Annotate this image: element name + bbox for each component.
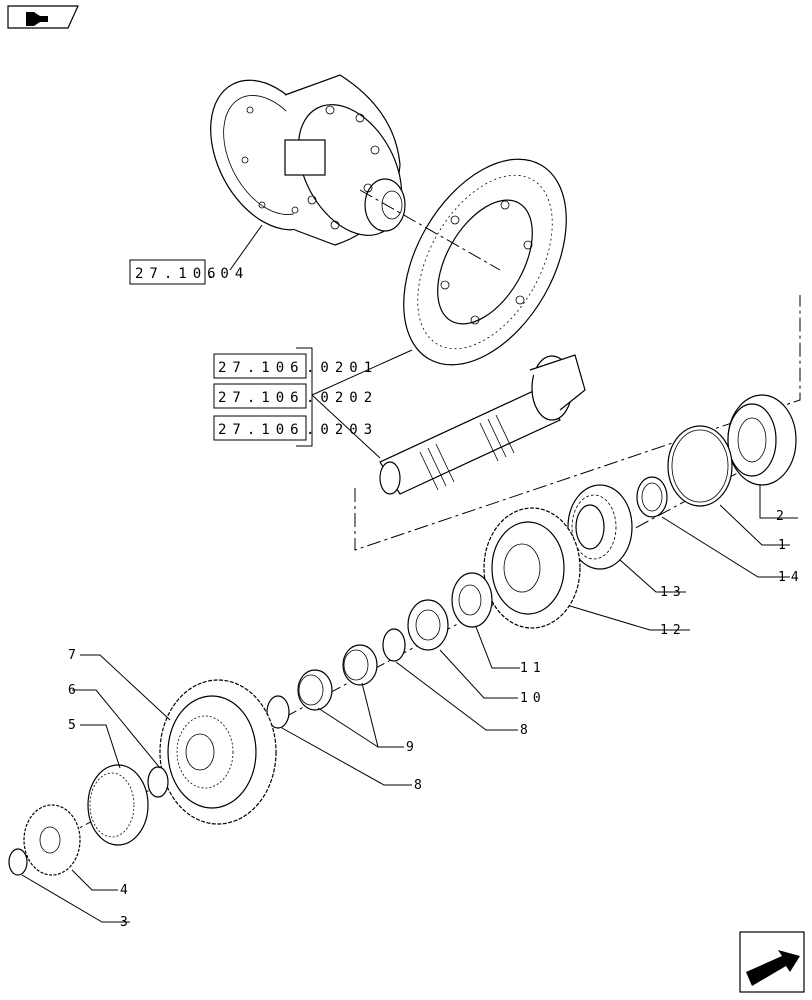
next-page-arrow-icon[interactable] [739, 931, 805, 993]
callout-5[interactable]: 5 [68, 718, 81, 733]
ref-bracket [296, 347, 413, 459]
ref-suffix-3: .0203 [306, 422, 378, 438]
ref-suffix-2: .0202 [306, 390, 378, 406]
ref-code-1: 27.106 [218, 360, 305, 376]
callout-8-lower[interactable]: 8 [414, 778, 427, 793]
roller-bearing-13 [567, 484, 633, 570]
washer-11 [451, 572, 493, 628]
ref-suffix-1: .0201 [306, 360, 378, 376]
callout-3[interactable]: 3 [120, 915, 133, 930]
snap-ring-6 [147, 766, 169, 798]
ref-code-3: 27.106 [218, 422, 305, 438]
ref-box-0[interactable]: 27.106 .04 [129, 224, 263, 285]
ref-suffix-0: .04 [206, 266, 249, 282]
callout-4[interactable]: 4 [120, 883, 133, 898]
hub-4 [23, 804, 81, 876]
collar-14 [636, 476, 668, 518]
callout-7[interactable]: 7 [68, 648, 81, 663]
pinion-shaft [379, 354, 586, 495]
assembly-outline [354, 295, 801, 551]
gear-7 [159, 679, 277, 825]
snap-ring-8-upper [382, 628, 406, 662]
callout-12[interactable]: 12 [660, 623, 686, 638]
bushing-9a [342, 644, 378, 686]
bearing-2 [727, 394, 797, 486]
callout-11[interactable]: 11 [520, 661, 546, 676]
ref-code-2: 27.106 [218, 390, 305, 406]
callout-leaders [21, 485, 798, 923]
synchronizer-ring-5 [87, 764, 149, 846]
ref-box-1[interactable]: 27.106 .0201 [213, 353, 378, 379]
callout-6[interactable]: 6 [68, 683, 81, 698]
differential-housing [210, 74, 406, 246]
callout-10[interactable]: 10 [520, 691, 546, 706]
ref-box-2[interactable]: 27.106 .0202 [213, 383, 378, 409]
ref-box-3[interactable]: 27.106 .0203 [213, 415, 378, 441]
callout-2[interactable]: 2 [776, 509, 789, 524]
ref-code-0: 27.106 [135, 266, 222, 282]
snap-ring-8-lower [266, 695, 290, 729]
snap-ring-1 [667, 425, 733, 507]
book-arrow-icon[interactable] [7, 5, 79, 29]
callout-9[interactable]: 9 [406, 740, 419, 755]
bushing-9b [297, 669, 333, 711]
callout-1[interactable]: 1 [778, 538, 791, 553]
callout-8-upper[interactable]: 8 [520, 723, 533, 738]
nut-10 [407, 599, 449, 651]
snap-ring-3 [8, 848, 28, 876]
gear-12 [483, 507, 581, 629]
callout-14[interactable]: 14 [778, 570, 804, 585]
callout-13[interactable]: 13 [660, 585, 686, 600]
